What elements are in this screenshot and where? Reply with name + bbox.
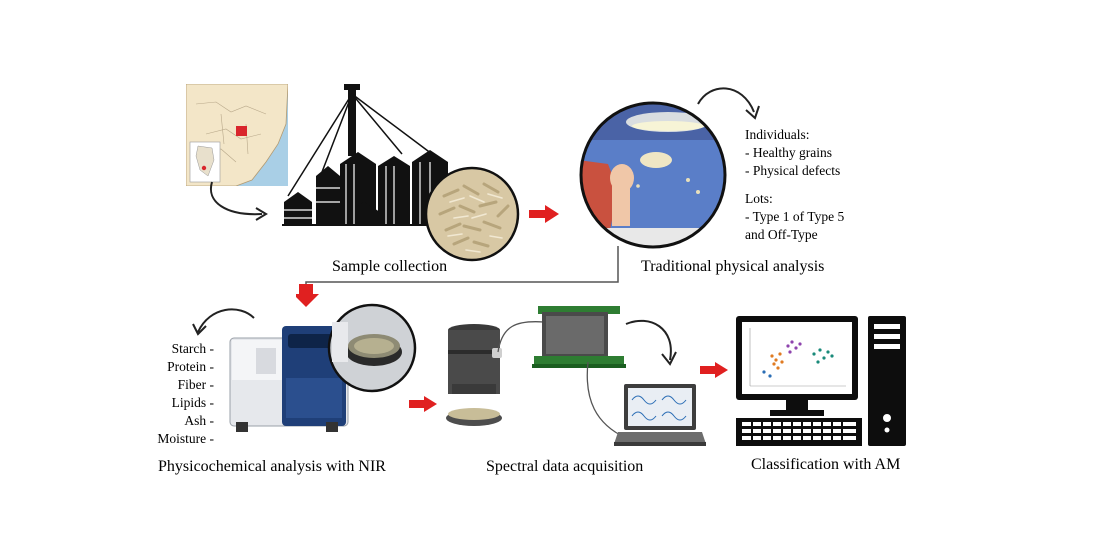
curved-arrow-icon (209, 181, 268, 221)
sensor-cable (497, 320, 545, 353)
caption-nir-analysis: Physicochemical analysis with NIR (158, 458, 386, 475)
region-map (186, 84, 288, 186)
flow-connector (296, 246, 619, 307)
nir-param-fiber: Fiber - (177, 377, 214, 392)
nir-param-lipids: Lipids - (171, 395, 214, 410)
flow-arrow-right-icon (409, 396, 437, 412)
individuals-title: Individuals: (745, 127, 810, 142)
rice-grains-closeup (424, 166, 520, 262)
curved-arrow-icon (697, 87, 760, 120)
nir-param-protein: Protein - (167, 359, 214, 374)
caption-sample-collection: Sample collection (332, 258, 448, 275)
flow-arrow-right-icon (700, 362, 728, 378)
caption-spectral-acquisition: Spectral data acquisition (486, 458, 644, 475)
nir-param-starch: Starch - (171, 341, 214, 356)
lots-item: and Off-Type (745, 227, 818, 242)
traditional-analysis-photo (579, 101, 727, 249)
curved-arrow-icon (192, 308, 255, 336)
nir-sample-closeup (327, 303, 417, 393)
individuals-item: - Physical defects (745, 163, 841, 178)
individuals-item: - Healthy grains (745, 145, 832, 160)
nir-param-moisture: Moisture - (157, 431, 214, 446)
laptop-icon (614, 384, 706, 446)
lots-item: - Type 1 of Type 5 (745, 209, 845, 224)
curved-arrow-icon (625, 319, 677, 366)
caption-traditional-analysis: Traditional physical analysis (641, 258, 825, 275)
desktop-computer-icon (736, 316, 906, 446)
caption-classification: Classification with AM (751, 456, 901, 473)
flow-arrow-right-icon (529, 205, 559, 223)
lots-title: Lots: (745, 191, 773, 206)
spectral-sensor (446, 324, 502, 426)
nir-param-ash: Ash - (184, 413, 214, 428)
green-scanner (532, 306, 626, 368)
